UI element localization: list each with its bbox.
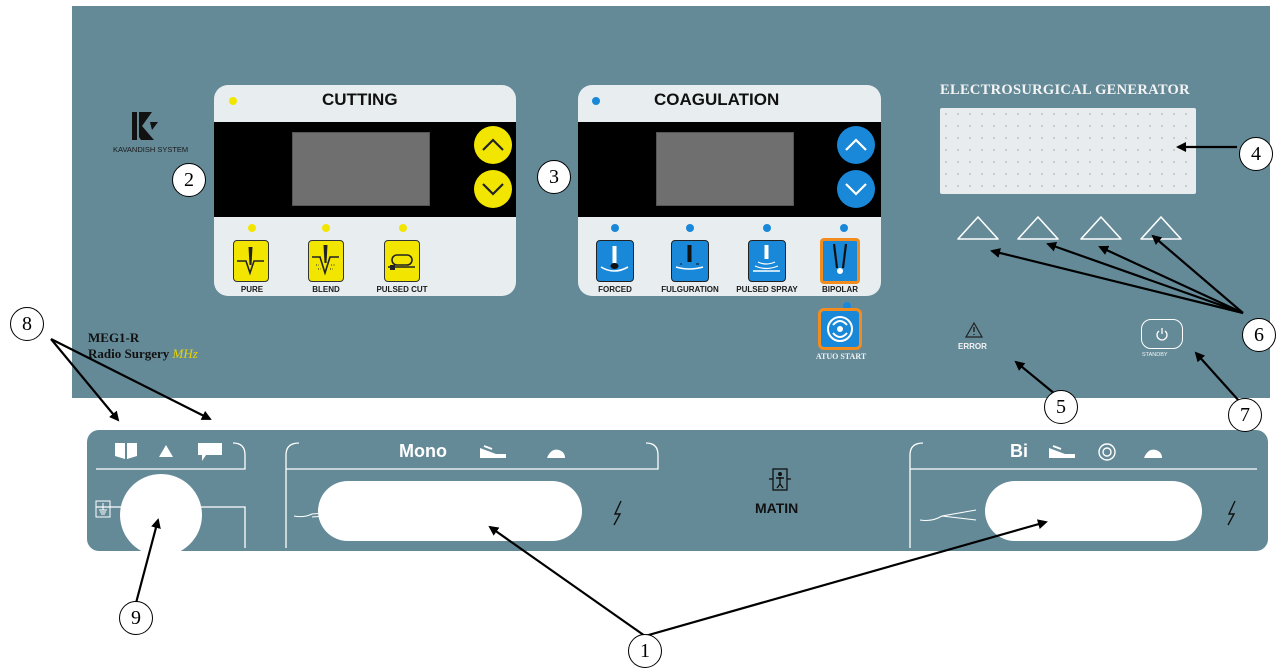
blend-label: BLEND bbox=[312, 285, 340, 294]
forced-led bbox=[611, 224, 619, 232]
bipolar-label: BIPOLAR bbox=[822, 285, 858, 294]
blend-button[interactable] bbox=[308, 240, 344, 282]
fulguration-button[interactable] bbox=[671, 240, 709, 282]
mono-socket[interactable] bbox=[318, 481, 582, 541]
chevron-down-icon bbox=[845, 183, 867, 196]
standby-label: STANDBY bbox=[1142, 352, 1168, 358]
chevron-down-icon bbox=[482, 183, 504, 196]
pulsed-cut-icon bbox=[388, 254, 415, 270]
callout-9: 9 bbox=[119, 601, 153, 635]
bi-label: Bi bbox=[1010, 441, 1028, 461]
callout-7: 7 bbox=[1228, 398, 1262, 432]
forced-label: FORCED bbox=[598, 285, 632, 294]
brand-name: KAVANDISH SYSTEM bbox=[113, 145, 189, 154]
callout-2: 2 bbox=[172, 163, 206, 197]
pulsed-spray-led bbox=[763, 224, 771, 232]
pure-led bbox=[248, 224, 256, 232]
cutting-title: CUTTING bbox=[322, 90, 398, 109]
pulsed-cut-button[interactable] bbox=[384, 240, 420, 282]
cutting-power-display bbox=[292, 132, 430, 206]
blend-cut-icon bbox=[312, 245, 339, 276]
power-icon bbox=[1156, 328, 1168, 341]
chevron-up-icon bbox=[845, 138, 867, 151]
warning-triangle-icon bbox=[964, 321, 984, 339]
lightning-icon bbox=[611, 500, 625, 526]
mhz-mark: MHz bbox=[172, 346, 198, 361]
pulsed-spray-label: PULSED SPRAY bbox=[736, 285, 798, 294]
mono-label: Mono bbox=[399, 441, 447, 461]
fulguration-icon bbox=[675, 245, 704, 270]
bipolar-led bbox=[840, 224, 848, 232]
cutting-indicator-led bbox=[229, 97, 237, 105]
callout-3: 3 bbox=[537, 160, 571, 194]
coagulation-down-button[interactable] bbox=[837, 170, 875, 208]
pulsed-spray-button[interactable] bbox=[748, 240, 786, 282]
pure-label: PURE bbox=[240, 285, 264, 294]
triangle-up-icon bbox=[957, 216, 999, 240]
footswitch-coag-icon bbox=[545, 446, 567, 460]
fulguration-led bbox=[686, 224, 694, 232]
auto-start-label: ATUO START bbox=[815, 352, 867, 361]
footswitch-cut-icon bbox=[1047, 444, 1077, 460]
callout-8: 8 bbox=[10, 307, 44, 341]
softkey-3[interactable] bbox=[1078, 214, 1124, 242]
coagulation-indicator-led bbox=[592, 97, 600, 105]
model-subtitle-text: Radio Surgery bbox=[88, 346, 170, 361]
pulsed-spray-icon bbox=[753, 245, 780, 272]
chevron-up-icon bbox=[482, 138, 504, 151]
bi-socket[interactable] bbox=[985, 481, 1202, 541]
blend-led bbox=[322, 224, 330, 232]
lightning-icon bbox=[1225, 500, 1239, 526]
bipolar-forceps-cable-icon bbox=[918, 506, 978, 526]
manual-icon bbox=[197, 442, 223, 462]
forced-coag-icon bbox=[600, 246, 629, 272]
error-label: ERROR bbox=[958, 342, 987, 351]
equipotential-icon bbox=[95, 500, 111, 518]
fulguration-label: FULGURATION bbox=[661, 285, 719, 294]
auto-start-led bbox=[843, 302, 851, 310]
neutral-electrode-socket[interactable] bbox=[120, 474, 202, 556]
standby-button[interactable] bbox=[1141, 319, 1183, 349]
callout-6: 6 bbox=[1242, 318, 1276, 352]
coagulation-title: COAGULATION bbox=[654, 90, 780, 109]
open-book-icon bbox=[114, 442, 138, 460]
kavandish-logo bbox=[130, 110, 160, 142]
info-display-screen bbox=[940, 108, 1196, 194]
warning-triangle-icon bbox=[158, 444, 174, 458]
triangle-up-icon bbox=[1080, 216, 1122, 240]
bipolar-button[interactable] bbox=[820, 238, 860, 284]
softkey-1[interactable] bbox=[955, 214, 1001, 242]
auto-start-button[interactable] bbox=[818, 308, 862, 350]
cutting-up-button[interactable] bbox=[474, 126, 512, 164]
callout-5: 5 bbox=[1044, 390, 1078, 424]
forced-button[interactable] bbox=[596, 240, 634, 282]
coagulation-up-button[interactable] bbox=[837, 126, 875, 164]
model-name: MEG1-R bbox=[88, 330, 140, 345]
pure-cut-icon bbox=[237, 247, 264, 276]
pulsed-cut-led bbox=[399, 224, 407, 232]
bf-type-symbol-icon bbox=[766, 466, 794, 494]
callout-4: 4 bbox=[1239, 137, 1273, 171]
triangle-up-icon bbox=[1017, 216, 1059, 240]
callout-1: 1 bbox=[628, 634, 662, 668]
cutting-down-button[interactable] bbox=[474, 170, 512, 208]
footswitch-coag-icon bbox=[1142, 446, 1164, 460]
model-subtitle: Radio Surgery MHz bbox=[88, 346, 198, 362]
pure-button[interactable] bbox=[233, 240, 269, 282]
matin-brand: MATIN bbox=[755, 500, 799, 516]
softkey-2[interactable] bbox=[1015, 214, 1061, 242]
auto-start-swirl-icon bbox=[827, 316, 853, 342]
pulsed-cut-label: PULSED CUT bbox=[376, 285, 428, 294]
footswitch-cut-icon bbox=[478, 444, 508, 460]
auto-start-swirl-icon bbox=[1097, 442, 1117, 462]
coagulation-power-display bbox=[656, 132, 794, 206]
bipolar-forceps-icon bbox=[832, 243, 848, 274]
device-title: ELECTROSURGICAL GENERATOR bbox=[940, 82, 1190, 98]
